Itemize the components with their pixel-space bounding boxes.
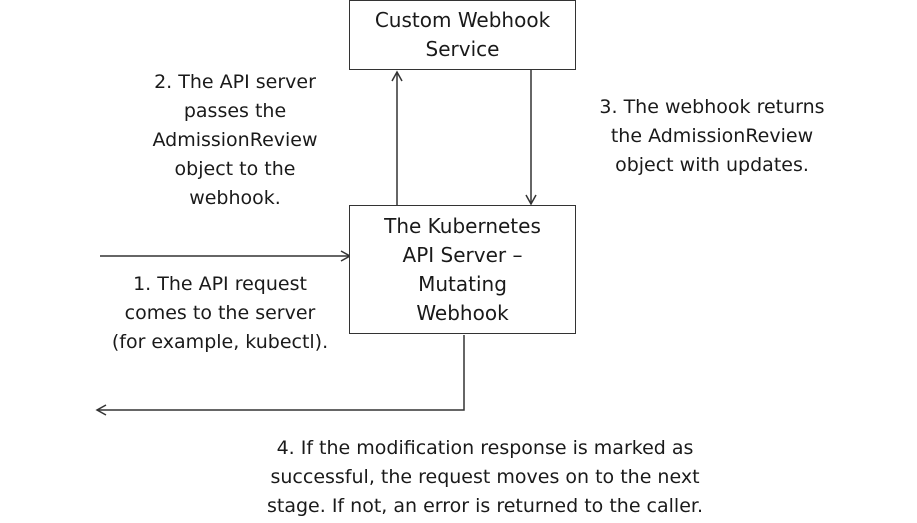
api-server-label: The Kubernetes API Server – Mutating Web… (384, 213, 541, 325)
step-4-label: 4. If the modification response is marke… (267, 437, 703, 517)
api-server-box: The Kubernetes API Server – Mutating Web… (349, 205, 576, 334)
webhook-service-label: Custom Webhook Service (374, 8, 551, 61)
webhook-service-box: Custom Webhook Service (349, 0, 576, 70)
step-1-label: 1. The API request comes to the server (… (111, 273, 329, 353)
arrow-response-out (95, 335, 465, 416)
step-3-label: 3. The webhook returns the AdmissionRevi… (599, 96, 825, 176)
step-2-label: 2. The API server passes the AdmissionRe… (152, 71, 318, 209)
